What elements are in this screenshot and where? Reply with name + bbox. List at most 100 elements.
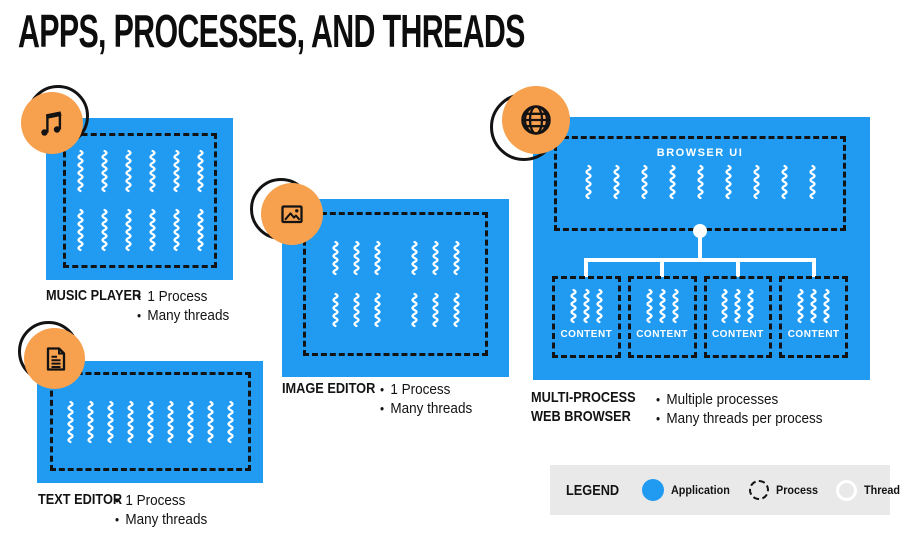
thread-squiggle [431, 292, 439, 328]
thread-row [76, 149, 204, 193]
page-title: APPS, PROCESSES, AND THREADS [18, 5, 525, 57]
thread-squiggle [352, 292, 360, 328]
connector-drop [660, 258, 664, 277]
image-editor-application-box [282, 199, 509, 377]
bullet: Many threads [380, 399, 472, 418]
thread-group [67, 400, 234, 444]
text-editor-badge [18, 321, 85, 389]
thread-squiggle [646, 288, 653, 324]
globe-icon [521, 105, 551, 135]
badge-fill [502, 86, 570, 154]
image-editor-bullets: 1 Process Many threads [380, 380, 482, 418]
connector-horizontal [584, 258, 816, 262]
bullet: 1 Process [115, 491, 207, 510]
content-label: CONTENT [787, 329, 840, 340]
application-filled-circle-icon [641, 479, 664, 501]
thread-squiggle [747, 288, 754, 324]
badge-fill [24, 328, 85, 389]
music-player-application-box [46, 118, 233, 280]
thread-group [584, 164, 816, 200]
thread-squiggle [823, 288, 830, 324]
content-label: CONTENT [560, 329, 613, 340]
thread-squiggle [227, 400, 234, 443]
thread-squiggle [724, 164, 732, 200]
thread-group [331, 240, 381, 276]
thread-row [331, 292, 460, 328]
image-editor-label: IMAGE EDITOR [282, 380, 376, 397]
music-note-icon [41, 111, 62, 136]
text-editor-process-box [50, 372, 251, 471]
thread-squiggle [373, 240, 381, 276]
thread-row [570, 288, 603, 324]
bullet: 1 Process [380, 380, 472, 399]
thread-squiggle [797, 288, 804, 324]
bullet: Many threads [115, 510, 207, 529]
thread-squiggle [596, 288, 603, 324]
badge-fill [261, 183, 323, 245]
content-process-row: CONTENT CONTENT CONTENT CONTENT [552, 276, 848, 358]
image-editor-process-box [303, 212, 488, 356]
connector-stub [698, 231, 702, 261]
connector-drop [736, 258, 740, 277]
thread-squiggle [100, 149, 108, 193]
thread-squiggle [373, 292, 381, 328]
legend-item-thread: Thread [835, 479, 900, 501]
thread-squiggle [352, 240, 360, 276]
thread-squiggle [167, 400, 174, 443]
thread-group [721, 288, 754, 324]
thread-row [584, 164, 816, 200]
legend-item-label: Process [775, 483, 818, 497]
connector-drop [812, 258, 816, 277]
thread-squiggle [196, 208, 204, 252]
thread-squiggle [76, 208, 84, 252]
thread-squiggle [696, 164, 704, 200]
thread-squiggle [127, 400, 134, 443]
content-process-box: CONTENT [779, 276, 848, 358]
thread-row [331, 240, 460, 276]
legend-item-label: Application [670, 483, 730, 497]
bullet: Multiple processes [656, 390, 822, 409]
content-process-box: CONTENT [552, 276, 621, 358]
thread-squiggle [810, 288, 817, 324]
legend: LEGEND Application Process Thread [550, 465, 900, 515]
thread-group [570, 288, 603, 324]
image-icon [281, 205, 303, 224]
browser-ui-process-box: BROWSER UI [554, 136, 846, 231]
thread-squiggle [331, 240, 339, 276]
document-icon [46, 346, 65, 371]
web-browser-label: MULTI-PROCESS WEB BROWSER [531, 388, 636, 426]
web-browser-badge [490, 86, 570, 161]
thread-group [331, 292, 381, 328]
thread-outline-circle-icon [835, 479, 857, 501]
thread-row [67, 400, 234, 444]
thread-squiggle [780, 164, 788, 200]
web-browser-bullets: Multiple processes Many threads per proc… [656, 390, 841, 428]
thread-squiggle [147, 400, 154, 443]
thread-group [410, 240, 460, 276]
thread-row [76, 208, 204, 252]
label-line: MULTI-PROCESS [531, 389, 636, 406]
legend-item-label: Thread [863, 483, 900, 497]
content-label: CONTENT [636, 329, 689, 340]
thread-squiggle [640, 164, 648, 200]
label-line: WEB BROWSER [531, 408, 631, 425]
thread-row [646, 288, 679, 324]
thread-group [646, 288, 679, 324]
thread-group [797, 288, 830, 324]
thread-squiggle [721, 288, 728, 324]
thread-squiggle [734, 288, 741, 324]
thread-squiggle [148, 149, 156, 193]
thread-squiggle [100, 208, 108, 252]
thread-squiggle [87, 400, 94, 443]
thread-squiggle [187, 400, 194, 443]
thread-squiggle [672, 288, 679, 324]
thread-squiggle [196, 149, 204, 193]
content-process-box: CONTENT [627, 276, 697, 358]
thread-squiggle [570, 288, 577, 324]
process-dashed-circle-icon [748, 480, 769, 500]
thread-squiggle [583, 288, 590, 324]
legend-item-application: Application [641, 479, 736, 501]
thread-squiggle [659, 288, 666, 324]
music-player-label: MUSIC PLAYER [46, 287, 142, 304]
